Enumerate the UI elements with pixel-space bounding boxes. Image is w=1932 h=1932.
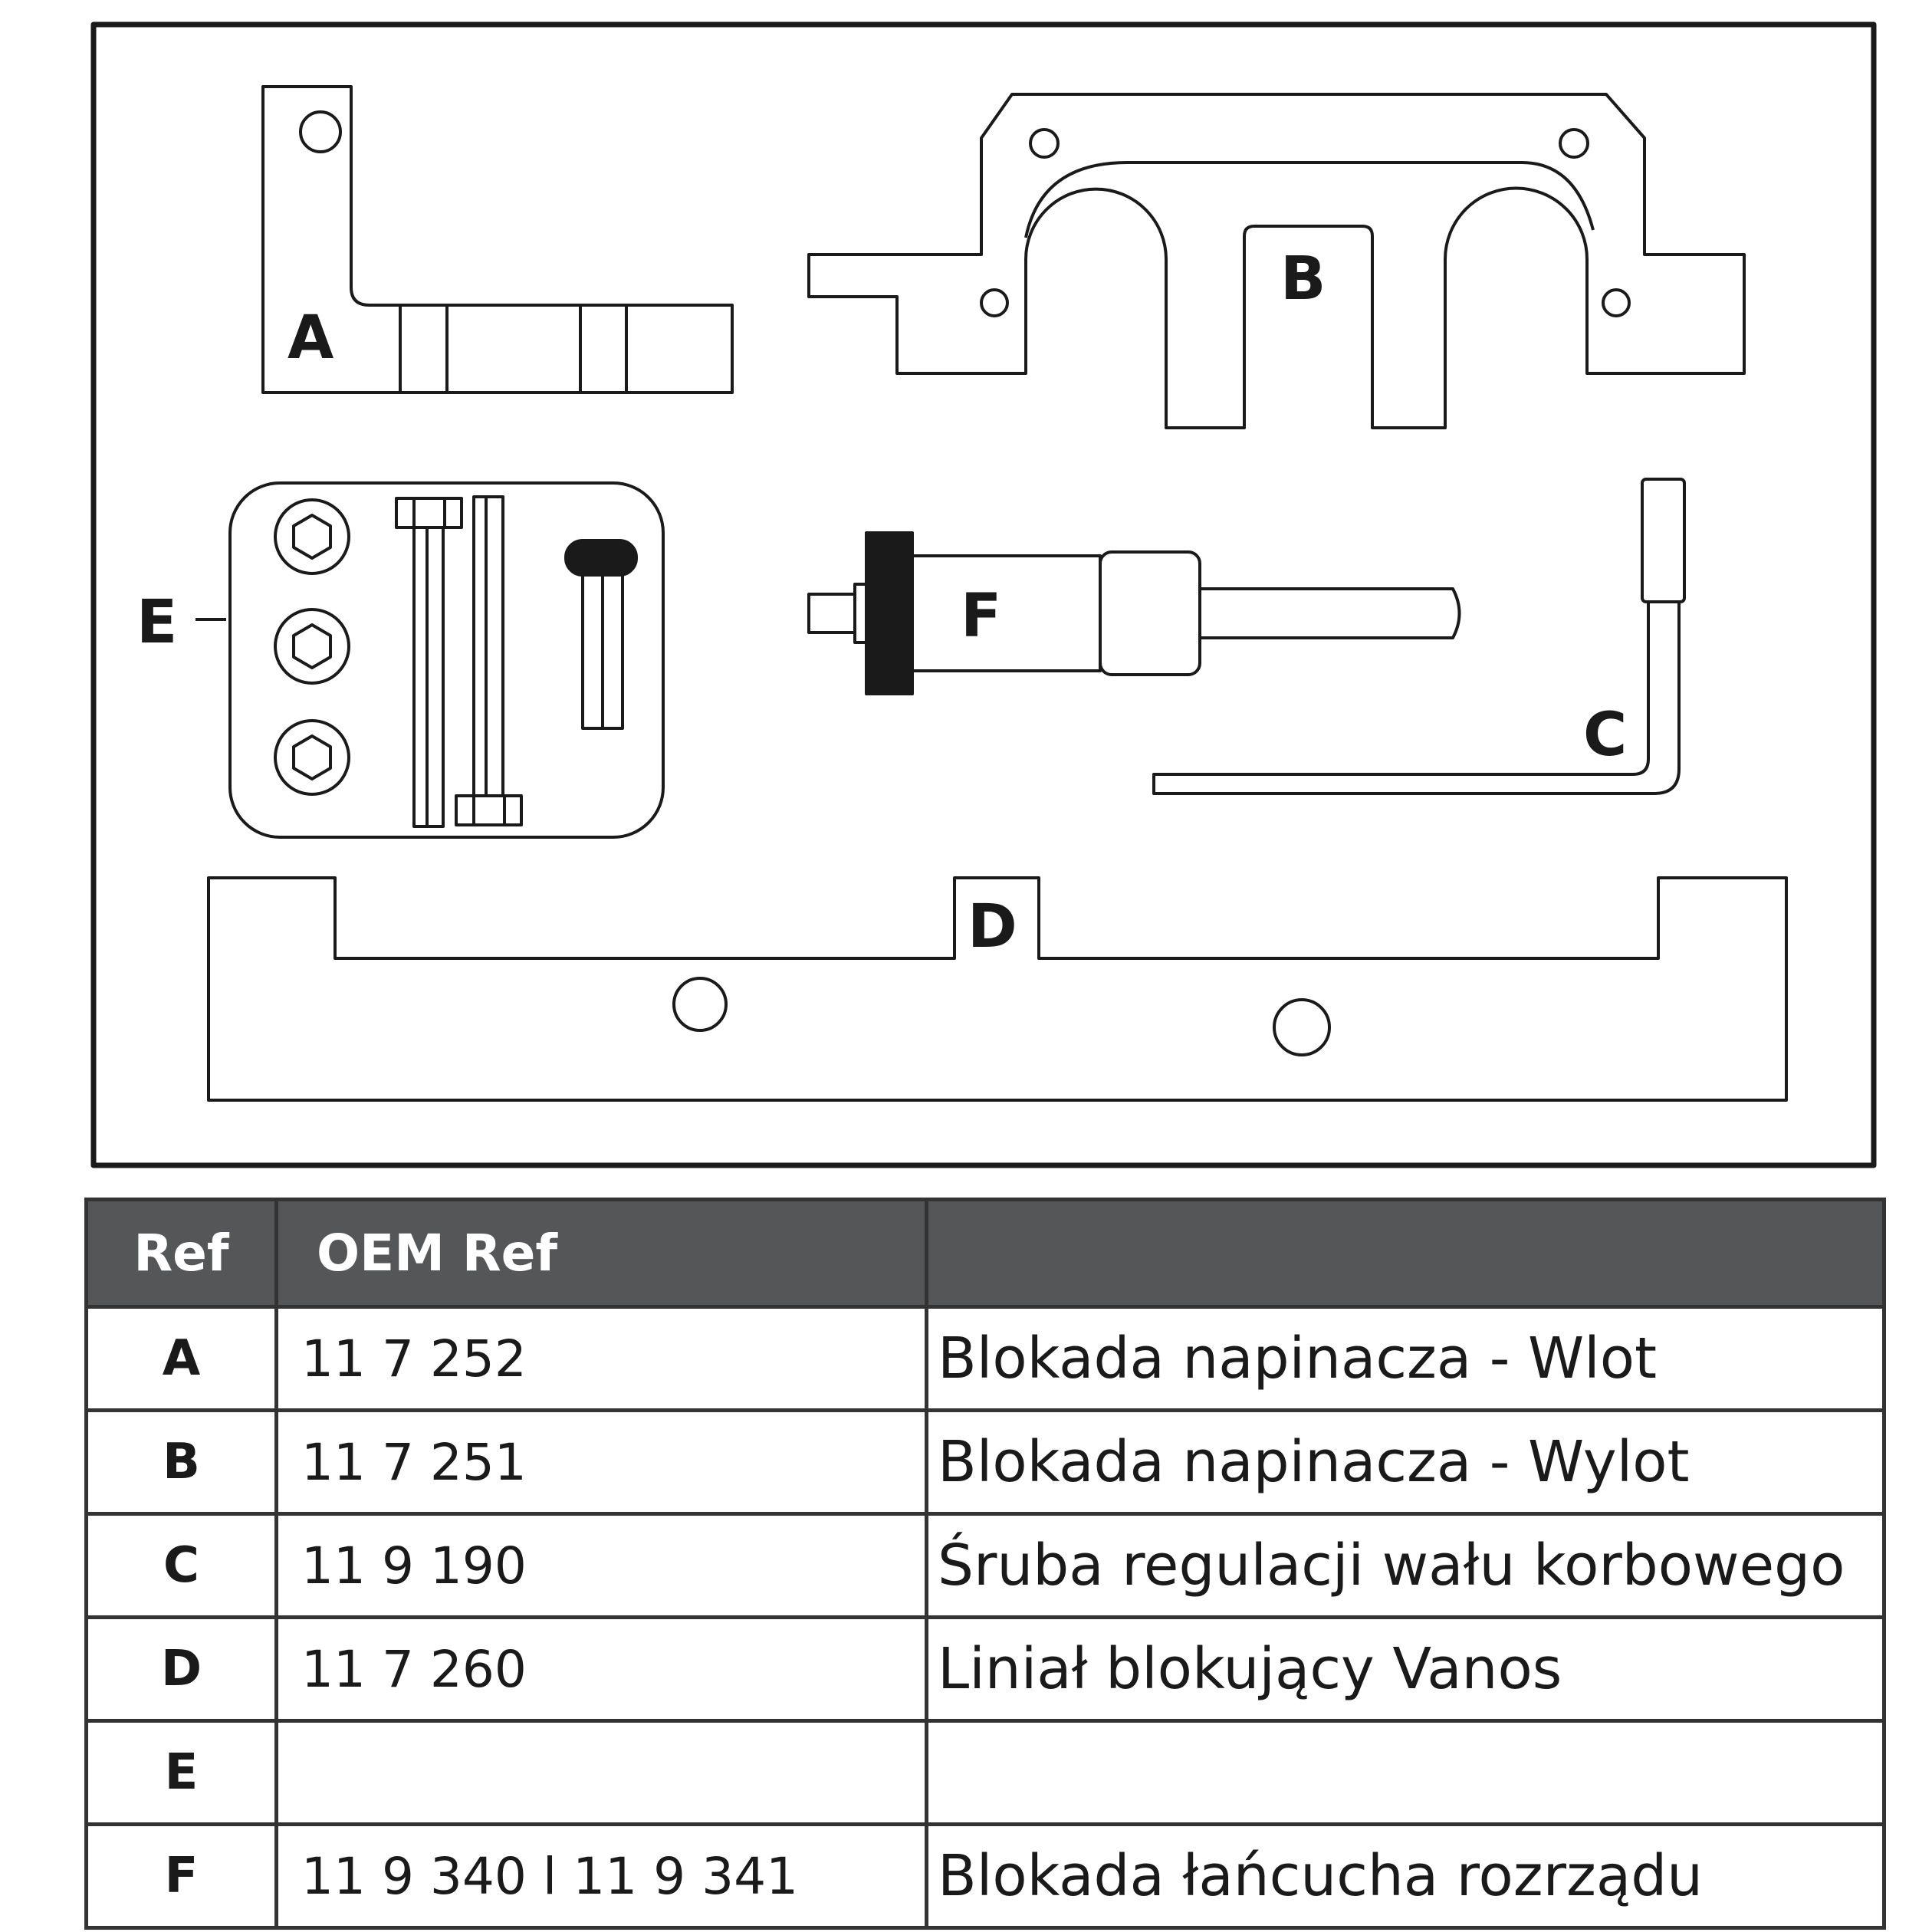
row-ref: D [84,1615,278,1723]
row-oem-ref: 11 7 260 [274,1615,928,1723]
table-row: C 11 9 190 Śruba regulacji wału korboweg… [84,1512,1886,1619]
table-row: B 11 7 251 Blokada napinacza - Wylot [84,1408,1886,1516]
row-description: Liniał blokujący Vanos [925,1615,1886,1723]
row-description: Śruba regulacji wału korbowego [925,1512,1886,1619]
table-row: A 11 7 252 Blokada napinacza - Wlot [84,1305,1886,1412]
row-oem-ref: 11 7 251 [274,1408,928,1516]
table-row: D 11 7 260 Liniał blokujący Vanos [84,1615,1886,1723]
row-description: Blokada łańcucha rozrządu [925,1822,1886,1930]
tool-kit-diagram: A B C D E F [90,21,1877,1168]
tool-d-shape [207,876,1788,1102]
diagram-frame [90,21,1877,1168]
row-ref: F [84,1822,278,1930]
tool-f-shape [807,531,1461,695]
header-ref: Ref [84,1198,278,1309]
row-oem-ref: 11 9 340 l 11 9 341 [274,1822,928,1930]
label-b: B [1280,245,1326,314]
row-ref: C [84,1512,278,1619]
row-description: Blokada napinacza - Wylot [925,1408,1886,1516]
row-ref: E [84,1719,278,1826]
row-description: Blokada napinacza - Wlot [925,1305,1886,1412]
label-f: F [961,582,1001,651]
tool-a-shape [261,85,734,394]
row-oem-ref: 11 9 190 [274,1512,928,1619]
row-oem-ref: 11 7 252 [274,1305,928,1412]
table-row: E [84,1719,1886,1826]
tool-b-shape [807,93,1746,429]
label-a: A [288,304,334,373]
parts-table: Ref OEM Ref A 11 7 252 Blokada napinacza… [84,1198,1886,1930]
label-c: C [1583,701,1627,770]
row-ref: B [84,1408,278,1516]
header-oem-ref: OEM Ref [274,1198,928,1309]
tool-e-shape [196,481,665,839]
row-ref: A [84,1305,278,1412]
row-description [925,1719,1886,1826]
table-header-row: Ref OEM Ref [84,1198,1886,1309]
row-oem-ref [274,1719,928,1826]
table-row: F 11 9 340 l 11 9 341 Blokada łańcucha r… [84,1822,1886,1930]
tool-c-shape [1152,478,1686,795]
label-d: D [968,892,1017,961]
header-description [925,1198,1886,1309]
label-e: E [136,588,177,657]
